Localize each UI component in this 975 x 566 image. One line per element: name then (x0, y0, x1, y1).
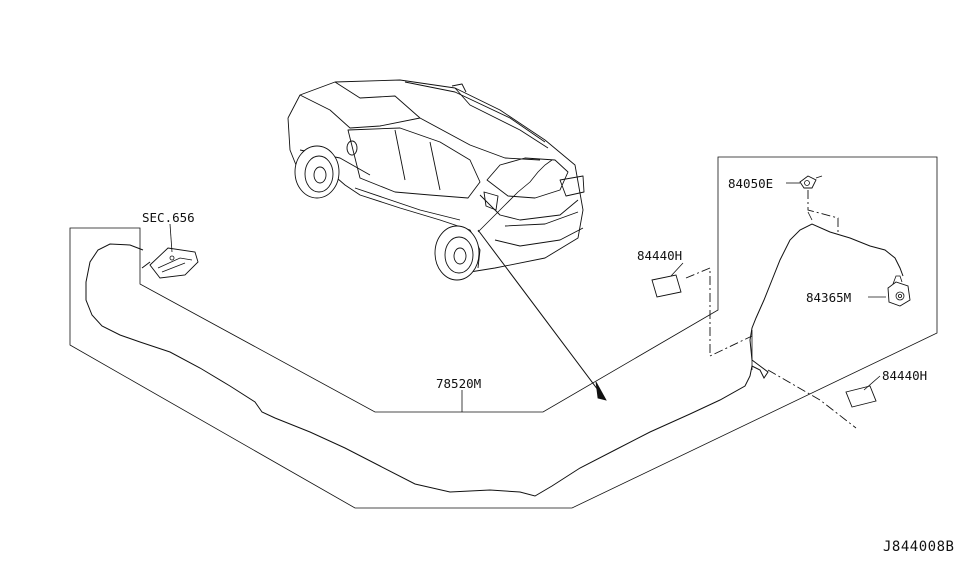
pad-84440h-right (767, 369, 881, 429)
feeder-cable (85, 223, 904, 497)
label-sec-656: SEC.656 (142, 210, 195, 225)
rear-wheel (434, 225, 480, 281)
label-84365m: 84365M (806, 290, 851, 305)
drawing-code: J844008B (883, 539, 954, 555)
label-78520m: 78520M (436, 376, 481, 391)
bracket-sec-656 (141, 223, 199, 279)
label-84050e: 84050E (728, 176, 773, 191)
vehicle-illustration (287, 79, 607, 401)
connector-84365m (868, 275, 911, 307)
label-84440h-left: 84440H (637, 248, 682, 263)
pad-84440h-left (651, 262, 753, 357)
clip-84050e (786, 175, 839, 232)
assembly-frame (69, 156, 938, 509)
label-84440h-right: 84440H (882, 368, 927, 383)
front-wheel (294, 145, 340, 199)
